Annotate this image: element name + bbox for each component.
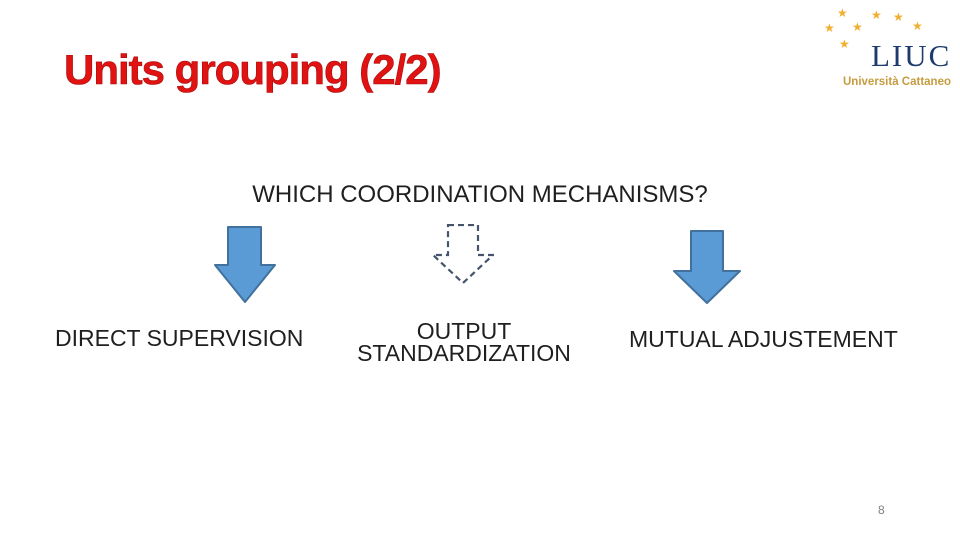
star-icon: ★ [852,20,863,34]
down-arrow-solid-icon [214,226,276,303]
star-icon: ★ [824,21,835,35]
logo-wordmark: LIUC [871,38,952,73]
down-arrow-dashed-icon [432,224,494,284]
star-icon: ★ [837,6,848,20]
slide-heading: WHICH COORDINATION MECHANISMS? [252,181,708,208]
mechanism-label-direct-supervision: DIRECT SUPERVISION [55,325,304,351]
star-icon: ★ [893,10,904,24]
mechanism-label-mutual-adjustement: MUTUAL ADJUSTEMENT [629,326,898,352]
down-arrow-solid-icon [673,230,741,304]
page-number: 8 [878,503,885,517]
mechanism-label-output-standardization: OUTPUT STANDARDIZATION [357,318,571,366]
slide-title: Units grouping (2/2) [64,46,442,94]
liuc-logo: ★ ★ ★ ★ ★ ★ ★ LIUC Università Cattaneo [815,0,960,100]
star-icon: ★ [912,19,923,33]
logo-subtitle: Università Cattaneo [843,76,952,88]
star-icon: ★ [839,37,850,51]
star-icon: ★ [871,8,882,22]
